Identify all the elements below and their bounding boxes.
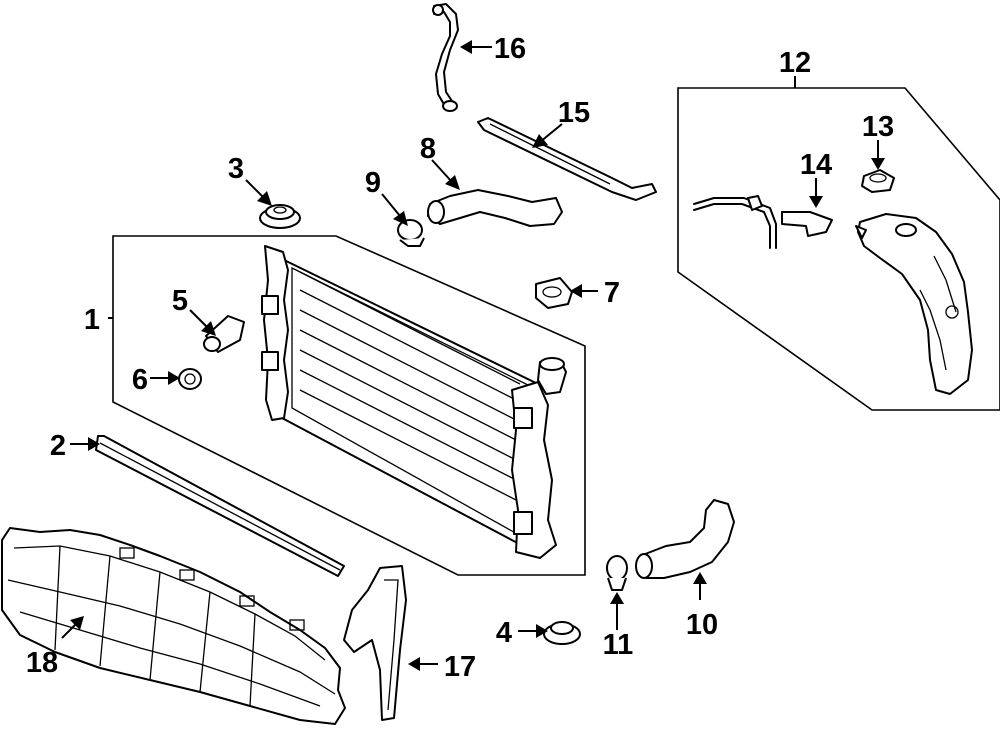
callout-4: 4 — [496, 617, 512, 649]
bypass-hose — [432, 3, 459, 112]
callout-8: 8 — [420, 133, 436, 165]
callout-9: 9 — [365, 167, 381, 199]
upper-radiator-hose — [427, 189, 563, 227]
upper-mount-insulator — [259, 204, 301, 229]
callout-15: 15 — [558, 97, 590, 129]
callout-3: 3 — [228, 153, 244, 185]
overflow-hose — [693, 195, 833, 249]
radiator-assembly-group-box — [112, 235, 586, 576]
drain-plug — [203, 315, 245, 353]
callout-1: 1 — [84, 304, 100, 336]
drain-plug-o-ring — [178, 368, 202, 390]
lower-air-deflector — [1, 527, 346, 725]
callout-leaders — [61, 46, 879, 665]
callout-5: 5 — [172, 285, 188, 317]
radiator-cap — [535, 277, 573, 309]
radiator-seal-strip — [95, 435, 345, 577]
callout-14: 14 — [800, 149, 832, 181]
lower-radiator-hose — [635, 499, 735, 579]
reservoir-assembly-group-box — [677, 87, 1000, 411]
callout-10: 10 — [686, 609, 718, 641]
callout-11: 11 — [603, 629, 634, 661]
coolant-reservoir — [855, 213, 973, 395]
reservoir-cap — [861, 169, 895, 193]
radiator — [261, 245, 567, 559]
upper-hose-clamp — [397, 219, 425, 247]
callout-16: 16 — [494, 33, 526, 65]
callout-18: 18 — [26, 647, 58, 679]
callout-labels: 1 2 3 4 5 6 7 8 9 10 11 12 13 14 15 16 1… — [26, 33, 894, 683]
callout-6: 6 — [132, 364, 148, 396]
air-guide-bracket — [343, 565, 407, 721]
lower-hose-clamp — [606, 555, 628, 591]
callout-12: 12 — [779, 47, 811, 79]
callout-13: 13 — [862, 111, 894, 143]
lower-mount-insulator — [543, 621, 581, 645]
callout-7: 7 — [604, 277, 620, 309]
callout-17: 17 — [444, 651, 476, 683]
callout-arrowheads — [70, 40, 885, 671]
callout-2: 2 — [50, 430, 66, 462]
reservoir-bracket — [477, 117, 657, 201]
